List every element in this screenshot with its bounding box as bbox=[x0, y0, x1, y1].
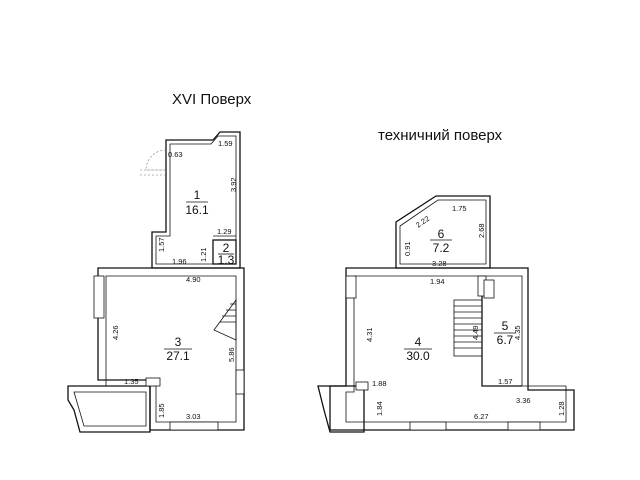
right-floor-plan: техничний поверх 6 7.2 4 30.0 5 6.7 2.22 bbox=[317, 127, 575, 433]
dim-1.85: 1.85 bbox=[157, 403, 166, 418]
window-left-south bbox=[169, 421, 219, 431]
dim-2.22: 2.22 bbox=[414, 214, 431, 230]
dim-1.75: 1.75 bbox=[452, 204, 467, 213]
dim-3.92: 3.92 bbox=[229, 177, 238, 192]
dim-5.86: 5.86 bbox=[227, 347, 236, 362]
balcony-inner-wall bbox=[73, 391, 147, 427]
dim-1.28: 1.28 bbox=[557, 401, 566, 416]
dim-1.29: 1.29 bbox=[217, 227, 232, 236]
right-balcony-walls bbox=[317, 385, 365, 433]
right-plan-title: техничний поверх bbox=[378, 127, 503, 144]
room-number-6: 6 bbox=[438, 227, 445, 241]
dim-1.57: 1.57 bbox=[157, 237, 166, 252]
dim-0.91: 0.91 bbox=[403, 241, 412, 256]
room-number-5: 5 bbox=[502, 319, 509, 333]
dim-1.57: 1.57 bbox=[498, 377, 513, 386]
room-area-4: 30.0 bbox=[406, 349, 430, 363]
dim-1.84: 1.84 bbox=[375, 401, 384, 416]
dim-3.36: 3.36 bbox=[516, 396, 531, 405]
room-number-3: 3 bbox=[175, 335, 182, 349]
room-2-walls bbox=[212, 239, 237, 265]
dim-4.26: 4.26 bbox=[111, 325, 120, 340]
left-plan-title: XVI Поверх bbox=[172, 91, 252, 108]
left-stair-treads bbox=[220, 303, 236, 323]
door-swing-arc bbox=[145, 149, 167, 171]
window-right-south-2 bbox=[507, 421, 541, 431]
dim-3.28: 3.28 bbox=[432, 259, 447, 268]
window-right-south-1 bbox=[409, 421, 447, 431]
dim-1.59: 1.59 bbox=[218, 139, 233, 148]
room-area-1: 16.1 bbox=[185, 203, 209, 217]
window-left-balcony bbox=[145, 377, 161, 387]
room-4-walls bbox=[329, 267, 575, 431]
room-area-5: 6.7 bbox=[497, 333, 514, 347]
room-area-3: 27.1 bbox=[166, 349, 190, 363]
right-stairs bbox=[453, 299, 483, 357]
room-6-inner-walls bbox=[399, 199, 487, 265]
dim-1.21: 1.21 bbox=[199, 247, 208, 262]
right-stair-treads bbox=[454, 305, 482, 349]
left-stairs bbox=[213, 298, 237, 341]
window-left-east bbox=[235, 369, 245, 395]
room-number-4: 4 bbox=[415, 335, 422, 349]
dim-3.03: 3.03 bbox=[186, 412, 201, 421]
balcony-walls bbox=[67, 385, 151, 433]
dim-6.27: 6.27 bbox=[474, 412, 489, 421]
room-number-2: 2 bbox=[223, 241, 230, 255]
window-left-west bbox=[93, 275, 105, 319]
window-right-west bbox=[345, 275, 357, 299]
room-number-1: 1 bbox=[194, 188, 201, 202]
dim-1.94: 1.94 bbox=[430, 277, 445, 286]
dim-4.31: 4.31 bbox=[365, 327, 374, 342]
window-right-balcony bbox=[355, 381, 369, 391]
dim-1.88: 1.88 bbox=[372, 379, 387, 388]
room-area-2: 1.3 bbox=[218, 253, 235, 267]
dim-1.35: 1.35 bbox=[124, 377, 139, 386]
door-opening bbox=[140, 169, 166, 176]
window-right-room-5 bbox=[483, 279, 495, 299]
dim-4.35: 4.35 bbox=[513, 325, 522, 340]
dim-4.49: 4.49 bbox=[471, 325, 480, 340]
dim-2.68: 2.68 bbox=[477, 223, 486, 238]
left-floor-plan: XVI Поверх 1 16.1 2 1.3 3 27.1 bbox=[67, 91, 252, 433]
dim-1.96: 1.96 bbox=[172, 257, 187, 266]
room-4-inner-walls bbox=[345, 275, 567, 423]
dim-0.63: 0.63 bbox=[168, 150, 183, 159]
room-area-6: 7.2 bbox=[433, 241, 450, 255]
dim-4.90: 4.90 bbox=[186, 275, 201, 284]
